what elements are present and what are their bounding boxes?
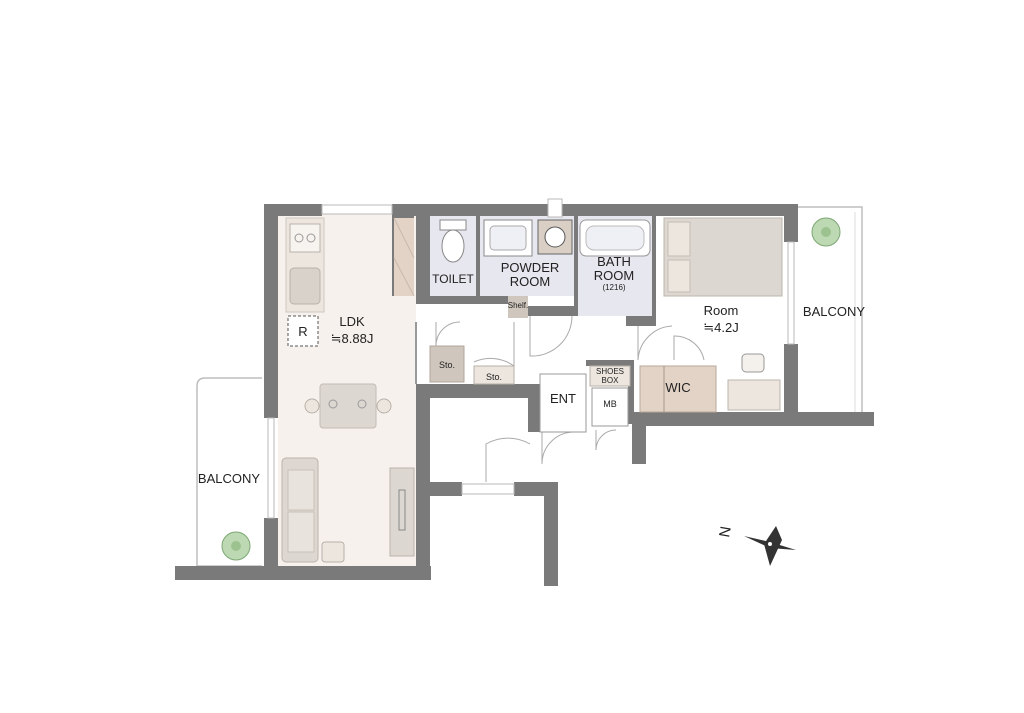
mb-box [591, 387, 629, 427]
pillow [667, 221, 691, 257]
bath-label-2: ROOM [594, 268, 634, 283]
tv-board [389, 467, 415, 557]
desk [727, 379, 781, 411]
cabinet-hatch [393, 217, 415, 259]
compass-center [767, 541, 773, 547]
balcony-east-label: BALCONY [803, 304, 865, 319]
sink [289, 267, 321, 305]
storage-1-box [429, 345, 465, 383]
room-label: Room [704, 303, 739, 318]
mb-label: MB [603, 399, 617, 409]
toilet-tank [439, 219, 467, 231]
fridge-box [287, 315, 319, 347]
shoes-label-2: BOX [602, 376, 620, 385]
desk-chair [741, 353, 765, 373]
plate-icon [328, 399, 338, 409]
basin-bowl [489, 225, 527, 251]
compass-north-label: N [716, 525, 735, 539]
balcony-west-outline [196, 377, 262, 567]
washer-drum-icon [544, 226, 566, 248]
storage-1-label: Sto. [439, 360, 455, 370]
plate-icon [357, 399, 367, 409]
dining-chair [304, 398, 320, 414]
side-chair [321, 541, 345, 563]
pillow [667, 259, 691, 293]
dining-table [319, 383, 377, 429]
wic-box [639, 365, 717, 413]
storage-2-box [473, 365, 515, 385]
burner-icon [306, 233, 316, 243]
storage-2-label: Sto. [486, 372, 502, 382]
room-area: ≒4.2J [703, 320, 738, 335]
tv-icon [398, 489, 406, 531]
windows [267, 198, 795, 519]
sofa-cushion [287, 469, 315, 511]
shoes-label-1: SHOES [596, 367, 624, 376]
ldk-area: ≒8.88J [331, 331, 374, 346]
cabinet-hatch [393, 257, 415, 297]
bath-size: (1216) [602, 283, 625, 292]
shelf-box [508, 296, 528, 318]
wic-label: WIC [665, 380, 690, 395]
fridge-label: R [298, 324, 307, 339]
shelf-label: Shelf. [508, 301, 528, 310]
ent-label: ENT [550, 391, 576, 406]
plant-center [821, 227, 831, 237]
powder-label-1: POWDER [501, 260, 560, 275]
powder-label-2: ROOM [510, 274, 550, 289]
balcony-west-label: BALCONY [198, 471, 260, 486]
ldk-label: LDK [339, 314, 365, 329]
compass [744, 526, 796, 566]
plant-center [231, 541, 241, 551]
door-swings [435, 315, 705, 482]
burner-icon [294, 233, 304, 243]
dining-chair [376, 398, 392, 414]
shoes-box [589, 365, 631, 387]
sofa-cushion [287, 511, 315, 553]
toilet-label: TOILET [432, 272, 474, 286]
toilet-bowl [441, 229, 465, 263]
bath-label-1: BATH [597, 254, 631, 269]
balcony-east-outline [798, 206, 863, 412]
kitchen-tall-cabinet [394, 218, 414, 296]
entrance-box [539, 373, 587, 433]
tub-basin [585, 225, 645, 251]
